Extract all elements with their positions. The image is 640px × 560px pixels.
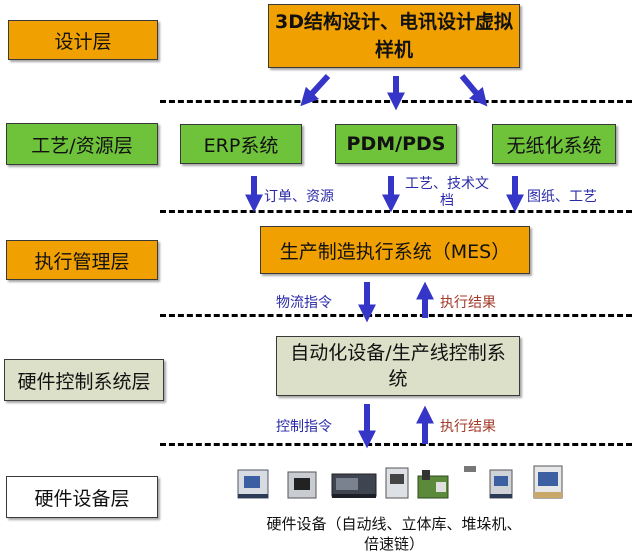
mes-box: 生产制造执行系统（MES）: [260, 226, 530, 274]
erp-system-label: ERP系统: [203, 134, 279, 157]
layer-execution: 执行管理层: [6, 240, 158, 280]
automation-control-box: 自动化设备/生产线控制系统: [276, 336, 520, 396]
stacker-crane-icon: [533, 465, 563, 499]
machining-center-icon: [287, 471, 317, 499]
layer-design: 设计层: [8, 20, 158, 60]
erp-system-box: ERP系统: [180, 124, 302, 164]
process-tech-doc-text: 工艺、技术文档: [405, 176, 489, 209]
execution-result-label-1: 执行结果: [440, 295, 496, 311]
hw-equipment-caption: 硬件设备（自动线、立体库、堆垛机、倍速链）: [264, 514, 524, 554]
paperless-system-box: 无纸化系统: [492, 124, 616, 164]
equipment-illustrations: [237, 465, 563, 499]
layer-hw-equipment-label: 硬件设备层: [34, 487, 130, 510]
mes-label: 生产制造执行系统（MES）: [279, 240, 511, 263]
layer-hw-control: 硬件控制系统层: [4, 359, 164, 401]
lathe-icon: [331, 473, 377, 498]
vertical-mill-icon: [489, 469, 513, 499]
layer-hw-equipment: 硬件设备层: [6, 476, 158, 518]
order-resource-label: 订单、资源: [264, 189, 334, 205]
conveyor-icon: [464, 466, 476, 472]
pdm-pds-box: PDM/PDS: [335, 124, 457, 164]
process-tech-doc-label: 工艺、技术文档: [402, 176, 492, 210]
arrow-design-to-erp: [300, 73, 331, 107]
layer-process-resource-label: 工艺/资源层: [31, 134, 133, 157]
robot-cell-icon: [417, 470, 449, 499]
grinding-machine-icon: [385, 467, 409, 499]
automation-control-label: 自动化设备/生产线控制系统: [290, 342, 506, 390]
arrow-design-to-paperless: [459, 74, 488, 107]
layer-process-resource: 工艺/资源层: [6, 123, 158, 165]
layer-execution-label: 执行管理层: [34, 250, 130, 273]
execution-result-label-2: 执行结果: [440, 419, 496, 435]
drawing-process-label: 图纸、工艺: [527, 189, 597, 205]
separator-3: [160, 314, 632, 317]
design-virtual-prototype-box: 3D结构设计、电讯设计虚拟样机: [268, 4, 520, 68]
hw-equipment-caption-text: 硬件设备（自动线、立体库、堆垛机、倍速链）: [266, 515, 522, 553]
logistics-command-label: 物流指令: [276, 295, 332, 311]
layer-design-label: 设计层: [54, 30, 112, 53]
pdm-pds-label: PDM/PDS: [346, 133, 446, 155]
layer-hw-control-label: 硬件控制系统层: [17, 370, 151, 393]
cnc-machine-icon: [237, 469, 269, 499]
design-virtual-prototype-label: 3D结构设计、电讯设计虚拟样机: [275, 11, 513, 61]
control-command-label: 控制指令: [276, 419, 332, 435]
paperless-system-label: 无纸化系统: [506, 134, 602, 157]
separator-4: [160, 443, 632, 446]
